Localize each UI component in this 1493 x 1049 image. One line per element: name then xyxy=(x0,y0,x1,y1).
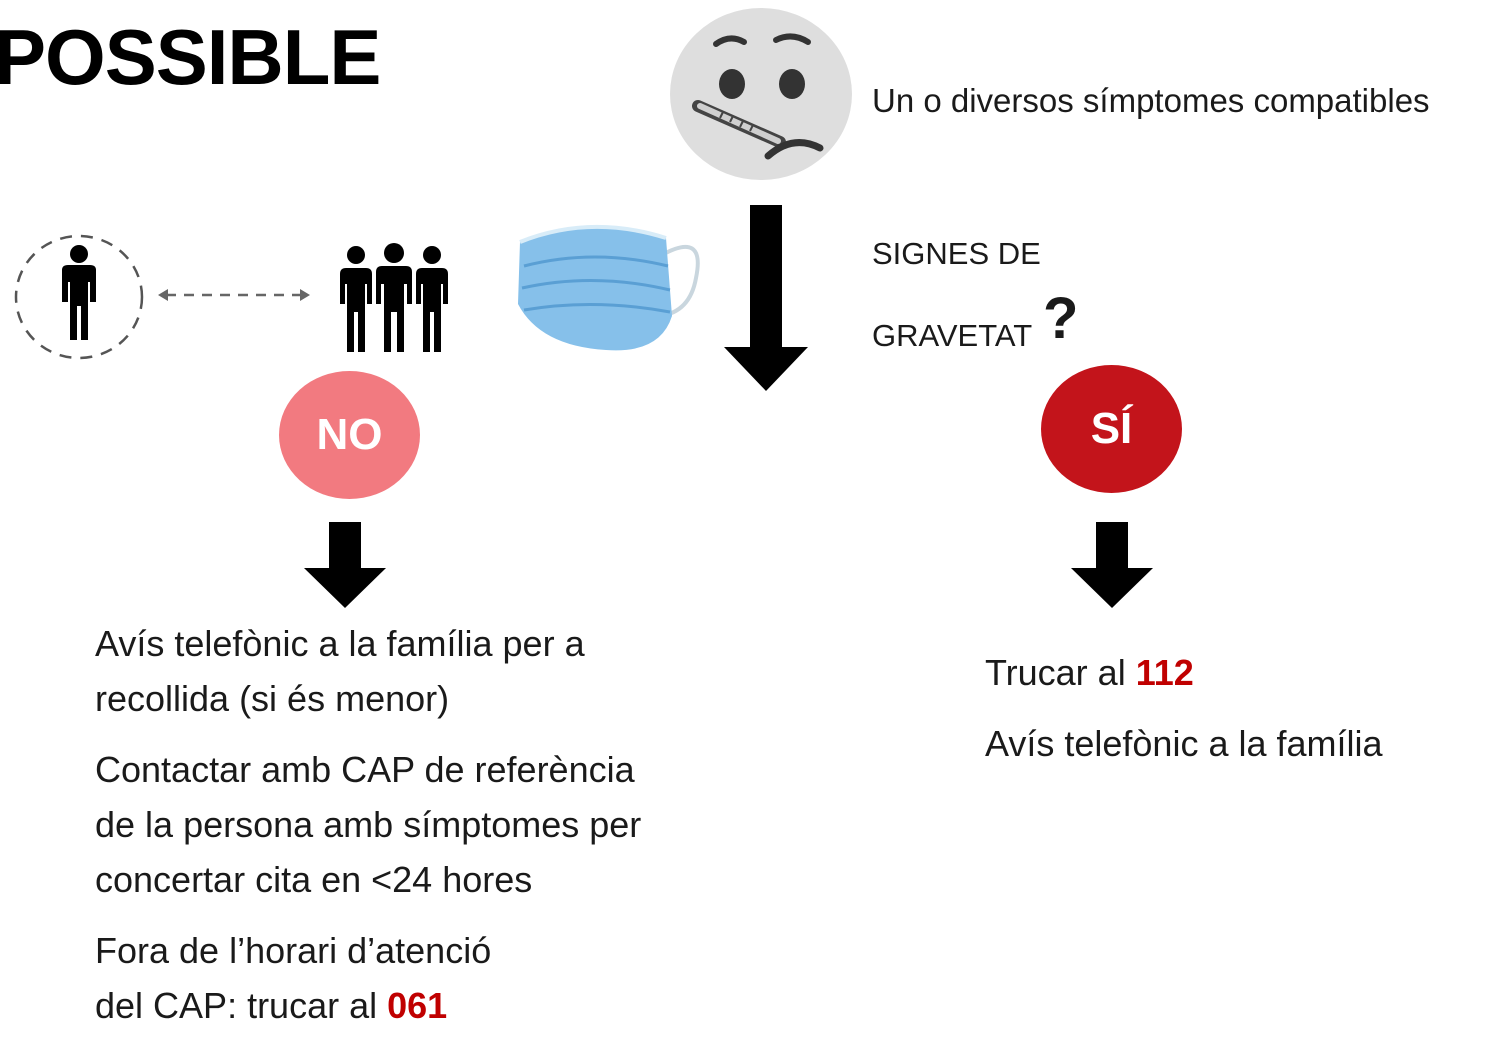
text-line: del CAP: trucar al 061 xyxy=(95,978,735,1033)
page-title: POSSIBLE xyxy=(0,13,381,101)
text-line: Contactar amb CAP de referència xyxy=(95,749,635,790)
phone-number-112: 112 xyxy=(1135,652,1194,693)
si-badge: SÍ xyxy=(1041,365,1182,493)
si-branch-instructions: Trucar al 112 Avís telefònic a la famíli… xyxy=(985,645,1465,787)
question-line-2: GRAVETAT xyxy=(872,318,1033,353)
no-down-arrow xyxy=(304,522,386,608)
no-branch-instructions: Avís telefònic a la família per a recoll… xyxy=(95,616,735,1049)
main-down-arrow xyxy=(724,205,808,391)
call-line: Trucar al 112 xyxy=(985,645,1465,700)
text-line: de la persona amb símptomes per xyxy=(95,804,642,845)
text-line: Fora de l’horari d’atenció xyxy=(95,930,492,971)
no-badge: NO xyxy=(279,371,420,499)
after-hours-paragraph: Fora de l’horari d’atenció del CAP: truc… xyxy=(95,923,735,1033)
call-prefix: Trucar al xyxy=(985,652,1126,693)
question-line-1: SIGNES DE xyxy=(872,236,1041,271)
text-line: Avís telefònic a la família per a xyxy=(95,623,585,664)
family-notice-line: Avís telefònic a la família xyxy=(985,723,1383,764)
group-of-people-icon xyxy=(340,243,448,352)
face-mask-icon xyxy=(518,224,700,351)
family-notice-paragraph: Avís telefònic a la família per a recoll… xyxy=(95,616,735,726)
phone-number-061: 061 xyxy=(387,985,448,1026)
contact-cap-paragraph: Contactar amb CAP de referència de la pe… xyxy=(95,742,735,907)
si-badge-label: SÍ xyxy=(1090,404,1133,453)
text-prefix: del CAP: trucar al xyxy=(95,985,378,1026)
question-mark: ? xyxy=(1043,286,1079,351)
isolated-person-icon xyxy=(14,234,144,360)
sick-face-thermometer-icon xyxy=(670,8,852,180)
text-line: concertar cita en <24 hores xyxy=(95,859,533,900)
dashed-double-arrow xyxy=(158,289,310,301)
symptoms-label: Un o diversos símptomes compatibles xyxy=(872,82,1430,119)
si-down-arrow xyxy=(1071,522,1153,608)
no-badge-label: NO xyxy=(316,410,383,459)
text-line: recollida (si és menor) xyxy=(95,678,450,719)
